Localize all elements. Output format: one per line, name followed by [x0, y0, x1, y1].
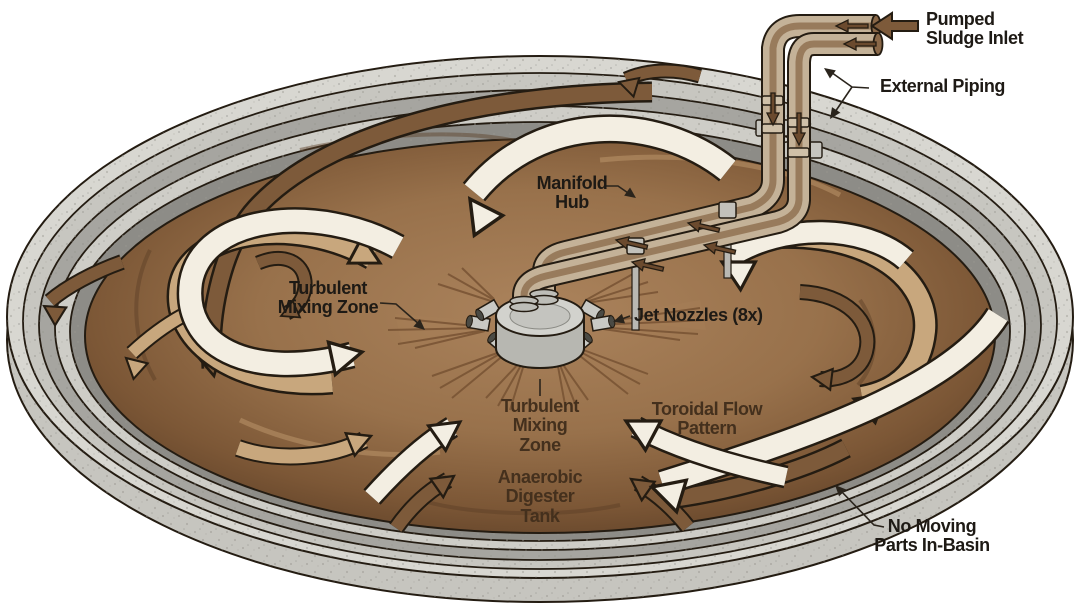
- flow-arrow-cream-bottom-left-up: [363, 408, 471, 505]
- spray-upper-left: [437, 267, 495, 303]
- pointer-pumped-sludge-inlet: [870, 11, 919, 41]
- label-line: Mixing: [512, 415, 568, 436]
- pipe-a: [532, 13, 882, 298]
- label-turbulent-mixing-zone-center: Turbulent Mixing Zone: [500, 396, 580, 455]
- pipe-b: [512, 32, 884, 306]
- pointer-jet-nozzles: [611, 313, 631, 327]
- flow-arrow-brown-bottom-right-arc: [623, 468, 695, 533]
- label-line: Sludge Inlet: [926, 28, 1024, 49]
- label-line: Manifold: [536, 173, 608, 193]
- label-pointers: [379, 11, 919, 528]
- label-line: External Piping: [880, 76, 1006, 96]
- pointer-manifold-hub: [604, 185, 639, 203]
- spray-lower-left-outer: [431, 350, 506, 399]
- label-line: Digester: [505, 486, 575, 507]
- label-anaerobic-digester-tank: Anaerobic Digester Tank: [497, 467, 583, 526]
- flow-arrow-brown-bottom-left-arc: [389, 465, 462, 533]
- label-no-moving-parts: No Moving Parts In-Basin: [874, 516, 990, 556]
- flow-arrow-cream-top: [454, 114, 738, 237]
- nozzle-upper-right: [578, 298, 605, 322]
- label-line: Pattern: [677, 418, 737, 439]
- flow-arrow-brown-far-left: [37, 254, 125, 327]
- label-toroidal-flow-pattern: Toroidal Flow Pattern: [651, 399, 763, 439]
- label-line: Anaerobic: [497, 467, 583, 487]
- label-pumped-sludge-inlet: Pumped Sludge Inlet: [926, 9, 1024, 49]
- external-piping-assembly: [509, 13, 884, 313]
- coupling: [787, 147, 810, 158]
- label-line: Turbulent: [288, 278, 368, 298]
- label-line: Tank: [520, 505, 560, 526]
- flow-arrows: [37, 63, 1010, 533]
- label-line: Pumped: [926, 9, 995, 29]
- flow-arrow-tan-left-small: [117, 308, 186, 380]
- drop-flanges: [509, 288, 559, 313]
- nozzle-right: [590, 314, 616, 332]
- pipe-flow-arrows: [614, 18, 877, 272]
- pointer-turbulent-mixing-zone-left: [379, 302, 429, 334]
- flow-arrow-tan-bottom-left: [235, 423, 377, 466]
- label-line: Hub: [555, 192, 589, 213]
- nozzle-upper-left: [475, 298, 502, 322]
- manifold-hub-assembly: [465, 295, 616, 369]
- label-line: Parts In-Basin: [874, 535, 990, 556]
- label-line: Zone: [519, 434, 561, 455]
- label-line: Mixing Zone: [277, 297, 379, 318]
- flow-arrow-cream-set: [176, 114, 1010, 514]
- post-clamp-2: [718, 201, 737, 219]
- flow-arrow-brown-top-left-sweep: [194, 81, 653, 381]
- flow-arrow-brown-center-left-curl: [255, 251, 313, 326]
- label-line: Turbulent: [500, 396, 580, 416]
- flow-arrow-brown-top-center: [615, 63, 703, 98]
- label-external-piping: External Piping: [880, 76, 1006, 96]
- label-turbulent-mixing-zone-left: Turbulent Mixing Zone: [277, 278, 379, 318]
- flow-arrow-cream-bottom-right-up: [616, 404, 789, 489]
- flow-arrow-cream-left-loop: [176, 207, 405, 378]
- flow-arrow-cream-right: [713, 219, 915, 292]
- label-jet-nozzles: Jet Nozzles (8x): [634, 305, 763, 325]
- label-manifold-hub: Manifold Hub: [536, 173, 608, 213]
- flow-arrow-brown-right-curl: [799, 284, 876, 391]
- pointer-no-moving-parts: [831, 481, 885, 528]
- label-line: Toroidal Flow: [651, 399, 763, 419]
- pointer-external-piping: [821, 63, 870, 122]
- inlet-direction-arrow: [870, 11, 919, 41]
- label-line: Jet Nozzles (8x): [634, 305, 763, 325]
- label-line: No Moving: [887, 516, 977, 536]
- pipe-couplings: [626, 95, 810, 255]
